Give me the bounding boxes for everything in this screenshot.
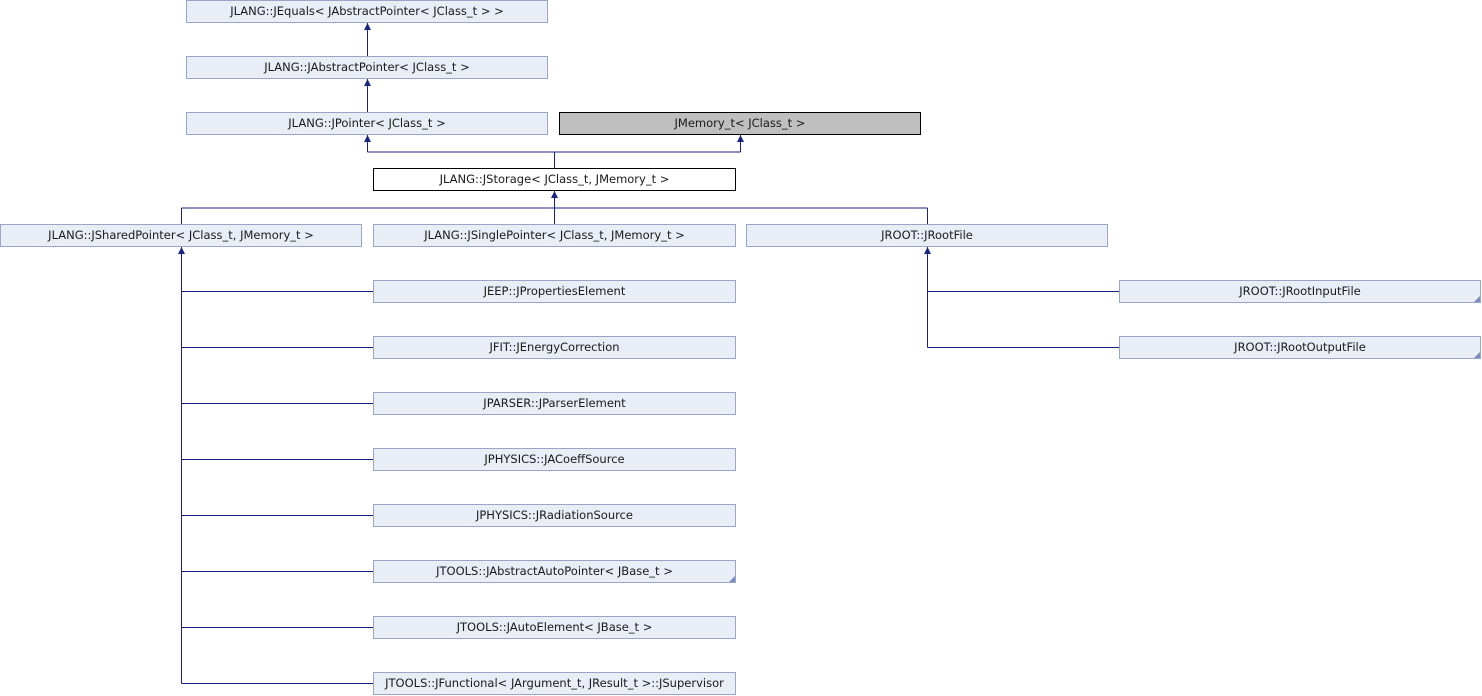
- edge-arrow-jsharedpointer: [178, 247, 185, 254]
- class-node-jsharedpointer[interactable]: JLANG::JSharedPointer< JClass_t, JMemory…: [0, 224, 362, 247]
- class-node-jsupervisor[interactable]: JTOOLS::JFunctional< JArgument_t, JResul…: [373, 672, 736, 695]
- folded-corner-icon: [1474, 352, 1480, 358]
- class-node-jradiationsource[interactable]: JPHYSICS::JRadiationSource: [373, 504, 736, 527]
- class-node-jabstractautopointer[interactable]: JTOOLS::JAbstractAutoPointer< JBase_t >: [373, 560, 736, 583]
- folded-corner-icon: [729, 576, 735, 582]
- class-node-jrootinputfile[interactable]: JROOT::JRootInputFile: [1119, 280, 1481, 303]
- class-node-jpropertieselement[interactable]: JEEP::JPropertiesElement: [373, 280, 736, 303]
- edge-arrow-jrootfile: [924, 247, 931, 254]
- node-label: JROOT::JRootOutputFile: [1234, 340, 1366, 354]
- class-node-jacoeffsource[interactable]: JPHYSICS::JACoeffSource: [373, 448, 736, 471]
- node-label: JTOOLS::JAbstractAutoPointer< JBase_t >: [436, 564, 673, 578]
- class-node-jrootoutputfile[interactable]: JROOT::JRootOutputFile: [1119, 336, 1481, 359]
- class-node-jpointer[interactable]: JLANG::JPointer< JClass_t >: [186, 112, 548, 135]
- class-node-jparserelement[interactable]: JPARSER::JParserElement: [373, 392, 736, 415]
- edge-arrow-jequals: [364, 23, 371, 30]
- class-node-jabstractpointer[interactable]: JLANG::JAbstractPointer< JClass_t >: [186, 56, 548, 79]
- edge-arrow-jstorage: [551, 191, 558, 198]
- class-node-jsinglepointer[interactable]: JLANG::JSinglePointer< JClass_t, JMemory…: [373, 224, 736, 247]
- class-node-jequals[interactable]: JLANG::JEquals< JAbstractPointer< JClass…: [186, 0, 548, 23]
- class-node-jrootfile[interactable]: JROOT::JRootFile: [746, 224, 1108, 247]
- edge-arrow-jpointer: [364, 135, 371, 142]
- edge-arrow-jmemory: [737, 135, 744, 142]
- class-node-jmemory: JMemory_t< JClass_t >: [559, 112, 921, 135]
- edge-arrow-jabstractpointer: [364, 79, 371, 86]
- class-node-jenergycorrection[interactable]: JFIT::JEnergyCorrection: [373, 336, 736, 359]
- node-label: JROOT::JRootInputFile: [1239, 284, 1361, 298]
- folded-corner-icon: [1474, 296, 1480, 302]
- class-node-jautoelement[interactable]: JTOOLS::JAutoElement< JBase_t >: [373, 616, 736, 639]
- class-node-jstorage-current: JLANG::JStorage< JClass_t, JMemory_t >: [373, 168, 736, 191]
